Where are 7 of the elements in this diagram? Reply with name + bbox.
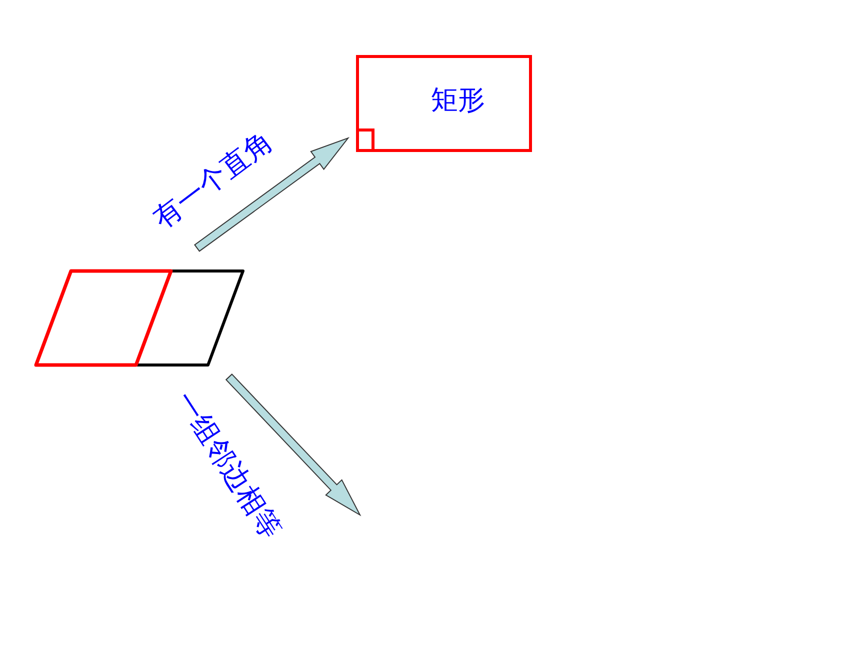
rectangle-box [356,55,532,152]
arrow [225,374,362,516]
shape-name: 矩形 [431,84,485,118]
parallelogram [34,269,246,368]
arrow [194,136,350,252]
edge-label: 有一个直角 [146,123,280,237]
edge-label: 一组邻边相等 [168,384,289,546]
